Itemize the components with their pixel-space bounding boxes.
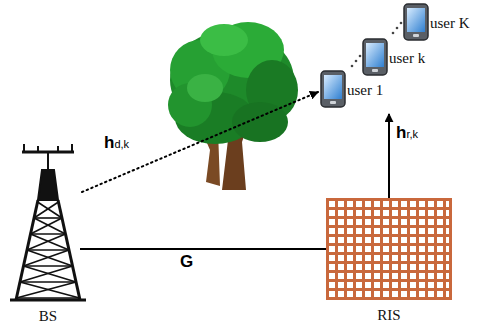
ris: RIS xyxy=(326,198,452,324)
channel-label: hd,k xyxy=(104,136,129,151)
phone-icon xyxy=(403,3,429,41)
node-label: BS xyxy=(8,308,88,325)
node-label: user k xyxy=(389,38,425,67)
channel-arrow xyxy=(82,92,318,192)
user-device: user K xyxy=(403,3,470,41)
tree xyxy=(168,22,298,190)
phone-icon xyxy=(362,38,388,76)
node-label: user K xyxy=(430,3,470,32)
phone-icon xyxy=(320,70,346,108)
channel-label: hr,k xyxy=(396,126,418,141)
ris-panel xyxy=(326,198,452,300)
channel-label: G xyxy=(180,255,193,269)
node-label: RIS xyxy=(326,307,452,324)
user-device: user k xyxy=(362,38,425,76)
base-station: BS xyxy=(8,140,88,325)
tower-symbol xyxy=(8,140,88,305)
